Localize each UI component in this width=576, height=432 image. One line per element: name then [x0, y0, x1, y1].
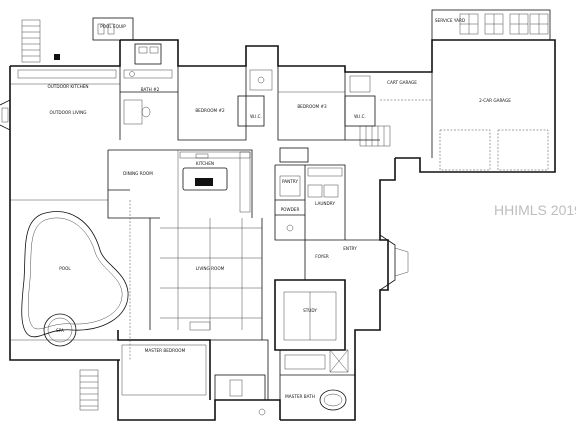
label-laundry: LAUNDRY [315, 201, 335, 206]
label-bedroom-3: BEDROOM #3 [297, 104, 327, 109]
label-outdoor-kitchen: OUTDOOR KITCHEN [47, 84, 88, 89]
master-suite [79, 344, 349, 416]
bath-2-fixtures [120, 69, 178, 125]
outdoor-kitchen-counters [0, 69, 120, 131]
service-rooms [279, 147, 343, 232]
label-dining-room: DINING ROOM [123, 171, 153, 176]
label-foyer: FOYER [315, 254, 329, 259]
label-master-bedroom: MASTER BEDROOM [145, 348, 186, 353]
kitchen-dining [108, 150, 251, 218]
label-pantry: PANTRY [282, 179, 298, 184]
label-wic-2: W.I.C. [354, 114, 366, 119]
living-room-grid [160, 218, 262, 331]
pool [10, 199, 131, 360]
top-closets [237, 69, 376, 127]
watermark: HHIMLS 2019 [494, 202, 576, 218]
label-master-bath: MASTER BATH [285, 394, 315, 399]
label-powder: POWDER [281, 207, 300, 212]
label-spa: SPA [56, 328, 64, 333]
entry-study [283, 234, 409, 341]
label-kitchen: KITCHEN [196, 161, 214, 166]
garage-area [359, 9, 551, 171]
pool-equip-area [21, 17, 162, 65]
label-outdoor-living: OUTDOOR LIVING [49, 110, 86, 115]
label-garage: 2-CAR GARAGE [479, 98, 511, 103]
label-bedroom-2: BEDROOM #2 [195, 108, 225, 113]
label-pool-equip: POOL EQUIP [100, 24, 126, 29]
label-wic-1: W.I.C. [250, 114, 262, 119]
label-entry: ENTRY [343, 246, 357, 251]
label-bath-2: BATH #2 [141, 87, 160, 92]
exterior-walls [9, 39, 556, 421]
label-pool: POOL [59, 266, 71, 271]
label-study: STUDY [303, 308, 317, 313]
label-service-yard: SERVICE YARD [435, 18, 465, 23]
label-living-room: LIVING ROOM [196, 266, 225, 271]
label-cart-garage: CART GARAGE [387, 80, 417, 85]
